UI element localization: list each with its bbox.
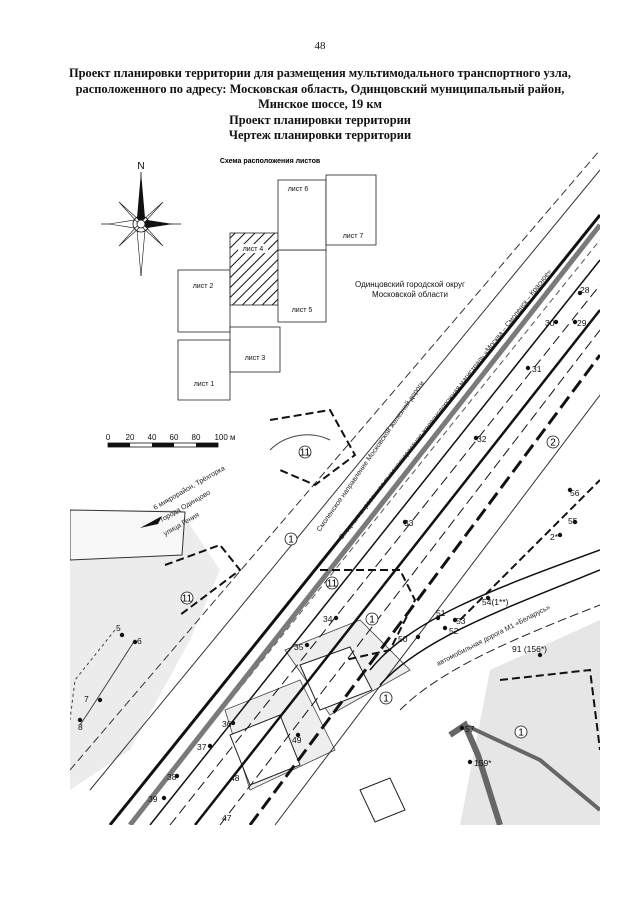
compass-north-label: N: [137, 161, 144, 172]
page-number: 48: [314, 40, 326, 52]
zone-label: 11: [180, 591, 194, 605]
svg-text:28: 28: [580, 285, 590, 295]
svg-text:39: 39: [148, 794, 158, 804]
sheet-1-frame: [177, 339, 231, 401]
title-line: расположенного по адресу: Московская обл…: [75, 81, 565, 96]
svg-text:53: 53: [456, 616, 466, 626]
svg-text:55: 55: [568, 516, 578, 526]
svg-text:56: 56: [570, 488, 580, 498]
sheet-label: лист 4: [243, 246, 264, 253]
svg-text:31: 31: [532, 364, 542, 374]
scale-tick: 60: [170, 433, 179, 442]
sheet-label: лист 7: [343, 233, 364, 240]
point-labels: 28 30 29 31 32 33 34 35 36 37 38 39 47 4…: [78, 285, 590, 823]
svg-text:1: 1: [288, 535, 294, 546]
boundary-points: [77, 290, 583, 801]
compass-rose-icon: N: [101, 161, 181, 277]
svg-text:50: 50: [398, 634, 408, 644]
svg-text:48: 48: [230, 773, 240, 783]
sheet-label: лист 2: [193, 283, 214, 290]
scale-tick: 40: [148, 433, 157, 442]
title-line: Проект планировки территории: [229, 112, 411, 127]
svg-text:47: 47: [222, 813, 232, 823]
svg-text:8: 8: [78, 722, 83, 732]
svg-text:11: 11: [300, 448, 311, 459]
svg-text:91 (156*): 91 (156*): [512, 644, 547, 654]
zone-label: 1: [365, 612, 379, 626]
svg-text:11: 11: [327, 579, 338, 590]
svg-text:2: 2: [550, 438, 556, 449]
zone-label: 2: [546, 435, 560, 449]
svg-text:34: 34: [323, 614, 333, 624]
sheet-2-frame: [177, 269, 231, 333]
map-base: [70, 509, 600, 825]
scale-tick: 80: [192, 433, 201, 442]
zone-label: 11: [325, 576, 339, 590]
area-label: Одинцовский городской округ Московской о…: [355, 280, 465, 299]
svg-text:49: 49: [292, 735, 302, 745]
svg-text:159*: 159*: [474, 758, 492, 768]
svg-text:1: 1: [518, 728, 524, 739]
svg-text:Одинцовский городской округ: Одинцовский городской округ: [355, 280, 465, 289]
svg-text:30: 30: [545, 318, 555, 328]
page-title: Проект планировки территории для размеще…: [40, 66, 600, 144]
svg-text:29: 29: [577, 318, 587, 328]
svg-text:7: 7: [84, 694, 89, 704]
sheet-label: лист 5: [292, 307, 313, 314]
scale-tick: 100 м: [214, 433, 235, 442]
zone-label: 1: [514, 725, 528, 739]
zone-label: 11: [298, 445, 312, 459]
svg-text:6: 6: [137, 636, 142, 646]
svg-text:1: 1: [383, 694, 389, 705]
svg-text:51: 51: [436, 608, 446, 618]
scale-tick: 0: [106, 433, 111, 442]
sheet-7-frame: [325, 174, 377, 246]
title-line: Чертеж планировки территории: [228, 128, 412, 142]
svg-text:35: 35: [294, 642, 304, 652]
title-line: Минское шоссе, 19 км: [258, 97, 382, 111]
svg-text:38: 38: [167, 772, 177, 782]
planning-drawing: 11 2 1 11 11 1 1 1 28 30 29 31 32 33 34 …: [70, 150, 600, 825]
sheet-4-frame: [229, 232, 279, 306]
svg-text:36: 36: [222, 719, 232, 729]
sheet-3-frame: [229, 326, 281, 373]
svg-text:52: 52: [449, 626, 459, 636]
sheet-scheme: Схема расположения листов лист 2 лист 1 …: [177, 158, 377, 401]
svg-text:5: 5: [116, 623, 121, 633]
title-line: Проект планировки территории для размеще…: [69, 66, 571, 80]
direction-arrow: [140, 516, 162, 528]
svg-text:2**: 2**: [550, 532, 562, 542]
svg-text:11: 11: [182, 594, 193, 605]
sheet-label: лист 6: [288, 186, 309, 193]
svg-text:Московской области: Московской области: [372, 290, 448, 299]
svg-text:1: 1: [369, 615, 375, 626]
svg-text:54(1**): 54(1**): [482, 597, 509, 607]
sheet-label: лист 1: [194, 381, 215, 388]
svg-text:Специализированная высокоскоро: Специализированная высокоскоростная желе…: [338, 268, 553, 541]
scale-tick: 20: [126, 433, 135, 442]
svg-text:37: 37: [197, 742, 207, 752]
svg-text:Схема расположения листов: Схема расположения листов: [220, 158, 321, 165]
zone-labels: 11 2 1 11 11 1 1 1: [180, 435, 560, 739]
sheet-5-frame: [277, 249, 327, 323]
zone-label: 1: [379, 691, 393, 705]
scale-bar: 0 20 40 60 80 100 м: [106, 433, 236, 448]
zone-label: 1: [284, 532, 298, 546]
svg-text:33: 33: [404, 518, 414, 528]
sheet-label: лист 3: [245, 355, 266, 362]
svg-text:32: 32: [477, 434, 487, 444]
rail-corridor: [70, 150, 600, 825]
planning-map: 11 2 1 11 11 1 1 1 28 30 29 31 32 33 34 …: [70, 150, 600, 825]
svg-text:57: 57: [465, 724, 475, 734]
